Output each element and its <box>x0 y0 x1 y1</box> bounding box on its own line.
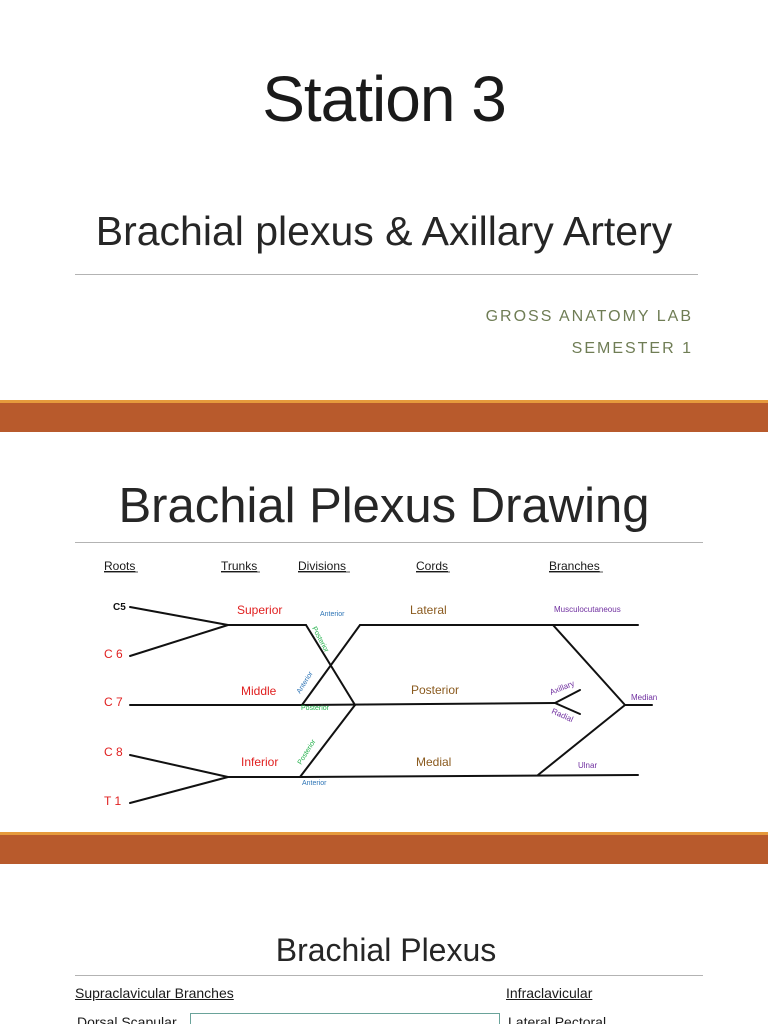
medial-to-median-line <box>537 704 626 776</box>
header-roots: Roots <box>104 559 135 573</box>
header-cords: Cords <box>416 559 448 573</box>
division-label-inferior-posterior: Posterior <box>297 738 318 766</box>
header-divisions: Divisions <box>298 559 346 573</box>
root-label-c8: C 8 <box>104 745 123 759</box>
branch-label-median: Median <box>631 693 657 702</box>
medial-cord-line <box>299 774 639 778</box>
root-label-c7: C 7 <box>104 695 123 709</box>
title-divider <box>75 274 698 275</box>
title-slide: Station 3 Brachial plexus & Axillary Art… <box>0 0 768 400</box>
cord-label-posterior: Posterior <box>411 683 459 697</box>
header-trunks: Trunks <box>221 559 257 573</box>
brachial-plexus-diagram: Roots Trunks Divisions Cords Branches <box>104 559 657 808</box>
course-label: GROSS ANATOMY LAB <box>485 308 693 325</box>
title-divider <box>75 975 703 976</box>
root-label-t1: T 1 <box>104 794 121 808</box>
division-label-inferior-anterior: Anterior <box>302 780 327 787</box>
trunk-label-middle: Middle <box>241 684 277 698</box>
slide-separator-band <box>0 832 768 864</box>
branch-label-musculocutaneous: Musculocutaneous <box>554 605 621 614</box>
diagram-slide: Brachial Plexus Drawing Roots Trunks Div… <box>0 432 768 832</box>
root-label-c5: C5 <box>113 602 126 613</box>
middle-anterior-division <box>301 624 361 706</box>
branch-label-ulnar: Ulnar <box>578 761 597 770</box>
slide-title: Brachial Plexus Drawing <box>118 479 650 533</box>
posterior-cord-line <box>301 702 556 706</box>
infraclavicular-heading: Infraclavicular <box>506 985 593 1001</box>
division-label-superior-posterior: Posterior <box>310 626 330 655</box>
infraclavicular-item: Lateral Pectoral <box>508 1014 607 1024</box>
slide-title: Brachial Plexus <box>275 932 497 968</box>
title-divider <box>75 542 703 543</box>
root-line-c6 <box>129 624 229 657</box>
inferior-posterior-division <box>299 704 356 778</box>
header-branches: Branches <box>549 559 600 573</box>
lateral-to-median-line <box>552 624 626 706</box>
slide-separator-band <box>0 400 768 432</box>
root-line-t1 <box>129 776 229 804</box>
answer-box <box>190 1013 500 1024</box>
division-label-superior-anterior: Anterior <box>320 611 345 618</box>
supraclavicular-heading: Supraclavicular Branches <box>75 985 234 1001</box>
axillary-nerve-line <box>554 689 581 704</box>
supraclavicular-item: Dorsal Scapular <box>77 1014 177 1024</box>
division-label-middle-posterior: Posterior <box>301 705 330 712</box>
slide-subtitle: Brachial plexus & Axillary Artery <box>95 208 673 254</box>
trunk-label-inferior: Inferior <box>241 755 278 769</box>
semester-label: SEMESTER 1 <box>571 340 693 357</box>
branches-slide: Brachial Plexus Supraclavicular Branches… <box>0 864 768 1024</box>
root-label-c6: C 6 <box>104 647 123 661</box>
trunk-label-superior: Superior <box>237 603 282 617</box>
root-line-c8 <box>129 754 229 778</box>
slide-title: Station 3 <box>262 63 507 135</box>
root-line-c5 <box>129 606 229 626</box>
cord-label-medial: Medial <box>416 755 451 769</box>
cord-label-lateral: Lateral <box>410 603 447 617</box>
radial-nerve-line <box>554 702 581 715</box>
